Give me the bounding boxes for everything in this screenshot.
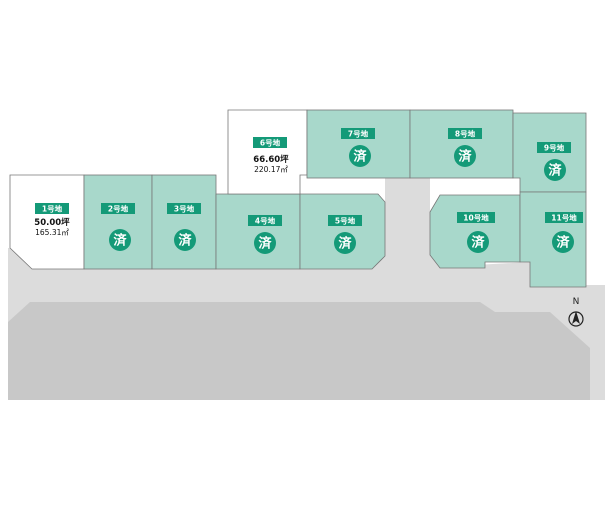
sold-mark: 済 [338,236,352,252]
lot-6-area-sqm: 220.17㎡ [254,165,288,174]
lot-label: 6号地 [260,138,281,148]
sold-badge [552,231,574,253]
north-label: N [573,297,580,307]
lot-badge [537,142,571,153]
lot-label: 10号地 [463,213,489,223]
lot-areas: 50.00坪 165.31㎡ 66.60坪 220.17㎡ [34,154,289,237]
roads [8,178,605,400]
lot-label: 3号地 [174,204,195,214]
sold-badge [467,231,489,253]
lot-3[interactable] [151,174,217,270]
lots [9,109,587,288]
lot-badge [248,215,282,226]
lot-label: 7号地 [348,129,369,139]
sold-badge [109,229,131,251]
lot-badge [35,203,69,214]
sold-badge [174,229,196,251]
lot-7[interactable] [306,109,411,179]
lot-8[interactable] [409,109,514,179]
lot-2[interactable] [83,174,153,270]
north-compass: N [568,297,584,327]
lot-badges: 1号地 2号地 3号地 4号地 5号地 6号地 7号地 8号地 9号地 10号地… [35,128,583,226]
lot-badge [545,212,583,223]
lot-badge [341,128,375,139]
lot-6[interactable] [227,109,308,195]
sold-mark: 済 [353,149,367,165]
lot-badge [101,203,135,214]
lot-badge [253,137,287,148]
sold-mark: 済 [471,235,485,251]
lot-label: 4号地 [255,216,276,226]
lot-1-area-tsubo: 50.00坪 [34,217,70,228]
lot-1[interactable] [9,174,85,270]
sold-badge [454,145,476,167]
sold-mark: 済 [178,233,192,249]
sold-mark: 済 [556,235,570,251]
lot-6-area-tsubo: 66.60坪 [253,154,289,165]
lot-label: 5号地 [335,216,356,226]
lot-badge [328,215,362,226]
road-lower [8,302,590,400]
north-arrow-icon [568,311,584,327]
sold-badge [254,232,276,254]
lot-1-area-sqm: 165.31㎡ [35,228,69,237]
sold-badge [349,145,371,167]
sold-mark: 済 [548,163,562,179]
sold-mark: 済 [458,149,472,165]
lot-5[interactable] [299,193,386,270]
sold-mark: 済 [258,236,272,252]
lot-badge [457,212,495,223]
lot-label: 1号地 [42,204,63,214]
sold-badge [544,159,566,181]
lot-label: 2号地 [108,204,129,214]
lot-label: 9号地 [544,143,565,153]
lot-label: 8号地 [455,129,476,139]
lot-label: 11号地 [551,213,577,223]
sold-markers: 済 済 済 済 済 済 済 済 済 [109,145,574,254]
sold-mark: 済 [113,233,127,249]
sold-badge [334,232,356,254]
lot-badge [448,128,482,139]
lot-4[interactable] [215,193,301,270]
lot-badge [167,203,201,214]
